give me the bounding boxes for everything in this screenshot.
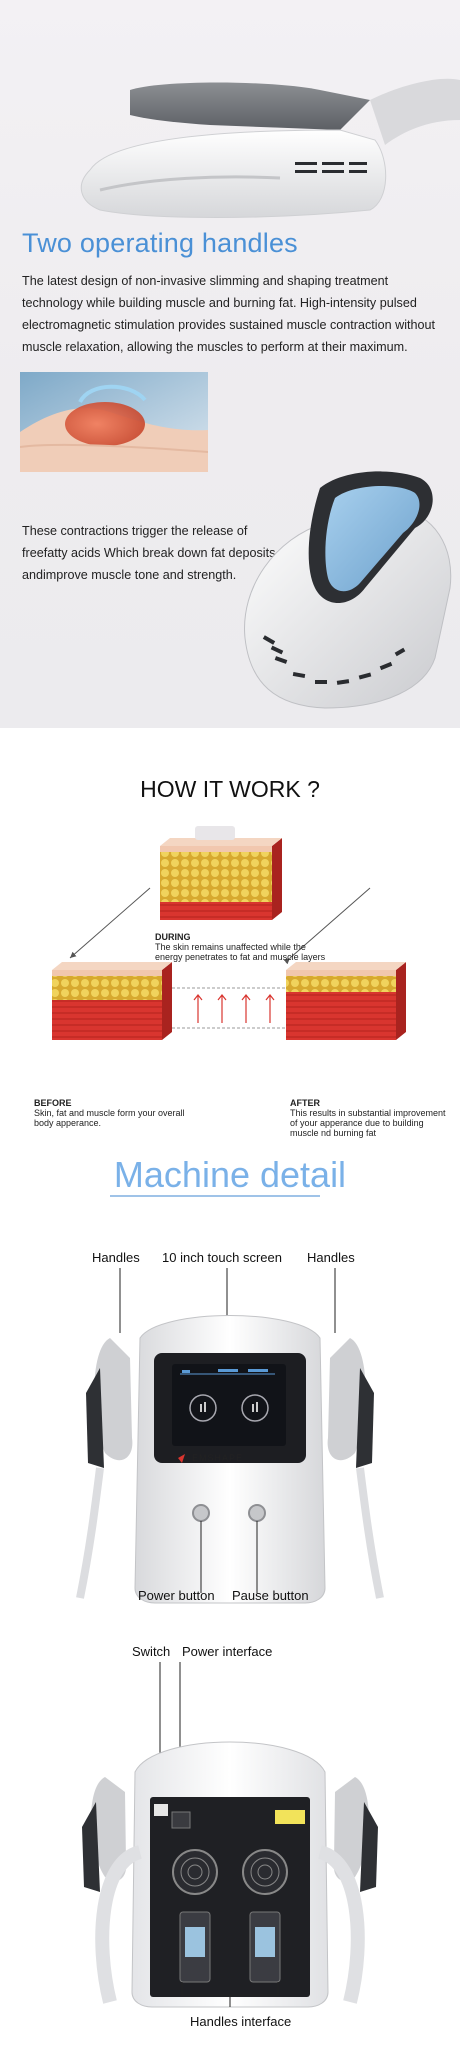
during-title: DURING <box>155 932 191 942</box>
how-it-work-title: HOW IT WORK ? <box>140 776 320 802</box>
machine-front-image <box>76 1268 384 1604</box>
label-pause-button: Pause button <box>232 1588 309 1603</box>
before-title: BEFORE <box>34 1098 72 1108</box>
label-handles-left: Handles <box>92 1250 140 1265</box>
label-handles-right: Handles <box>307 1250 355 1265</box>
handle-product-image-blue <box>244 471 452 709</box>
after-title: AFTER <box>290 1098 320 1108</box>
label-switch: Switch <box>132 1644 171 1659</box>
title-underline <box>110 1195 320 1197</box>
label-touch-screen: 10 inch touch screen <box>162 1250 282 1265</box>
machine-detail-title: Machine detail <box>113 1154 347 1195</box>
before-text: Skin, fat and muscle form your overall b… <box>34 1108 185 1128</box>
label-power-interface: Power interface <box>182 1644 273 1659</box>
label-handles-interface: Handles interface <box>190 2014 292 2029</box>
how-it-work-diagram <box>52 826 406 1040</box>
during-text: The skin remains unaffected while the en… <box>155 942 326 962</box>
before-block <box>52 962 172 1040</box>
machine-brand: EMSHAPE <box>192 1453 244 1463</box>
during-block <box>160 826 282 920</box>
after-block <box>286 962 406 1040</box>
machine-back-image <box>82 1662 378 2008</box>
handles-description-1: The latest design of non-invasive slimmi… <box>22 274 435 354</box>
handle-product-image-top <box>80 78 460 218</box>
handles-section: Two operating handles The latest design … <box>0 0 460 728</box>
handles-title: Two operating handles <box>22 228 298 258</box>
after-text: This results in substantial improvement … <box>290 1108 446 1138</box>
muscle-treatment-image <box>20 372 208 472</box>
how-and-machine-section: HOW IT WORK ? <box>0 728 460 2048</box>
handles-description-2: These contractions trigger the release o… <box>22 524 276 582</box>
label-power-button: Power button <box>138 1588 215 1603</box>
